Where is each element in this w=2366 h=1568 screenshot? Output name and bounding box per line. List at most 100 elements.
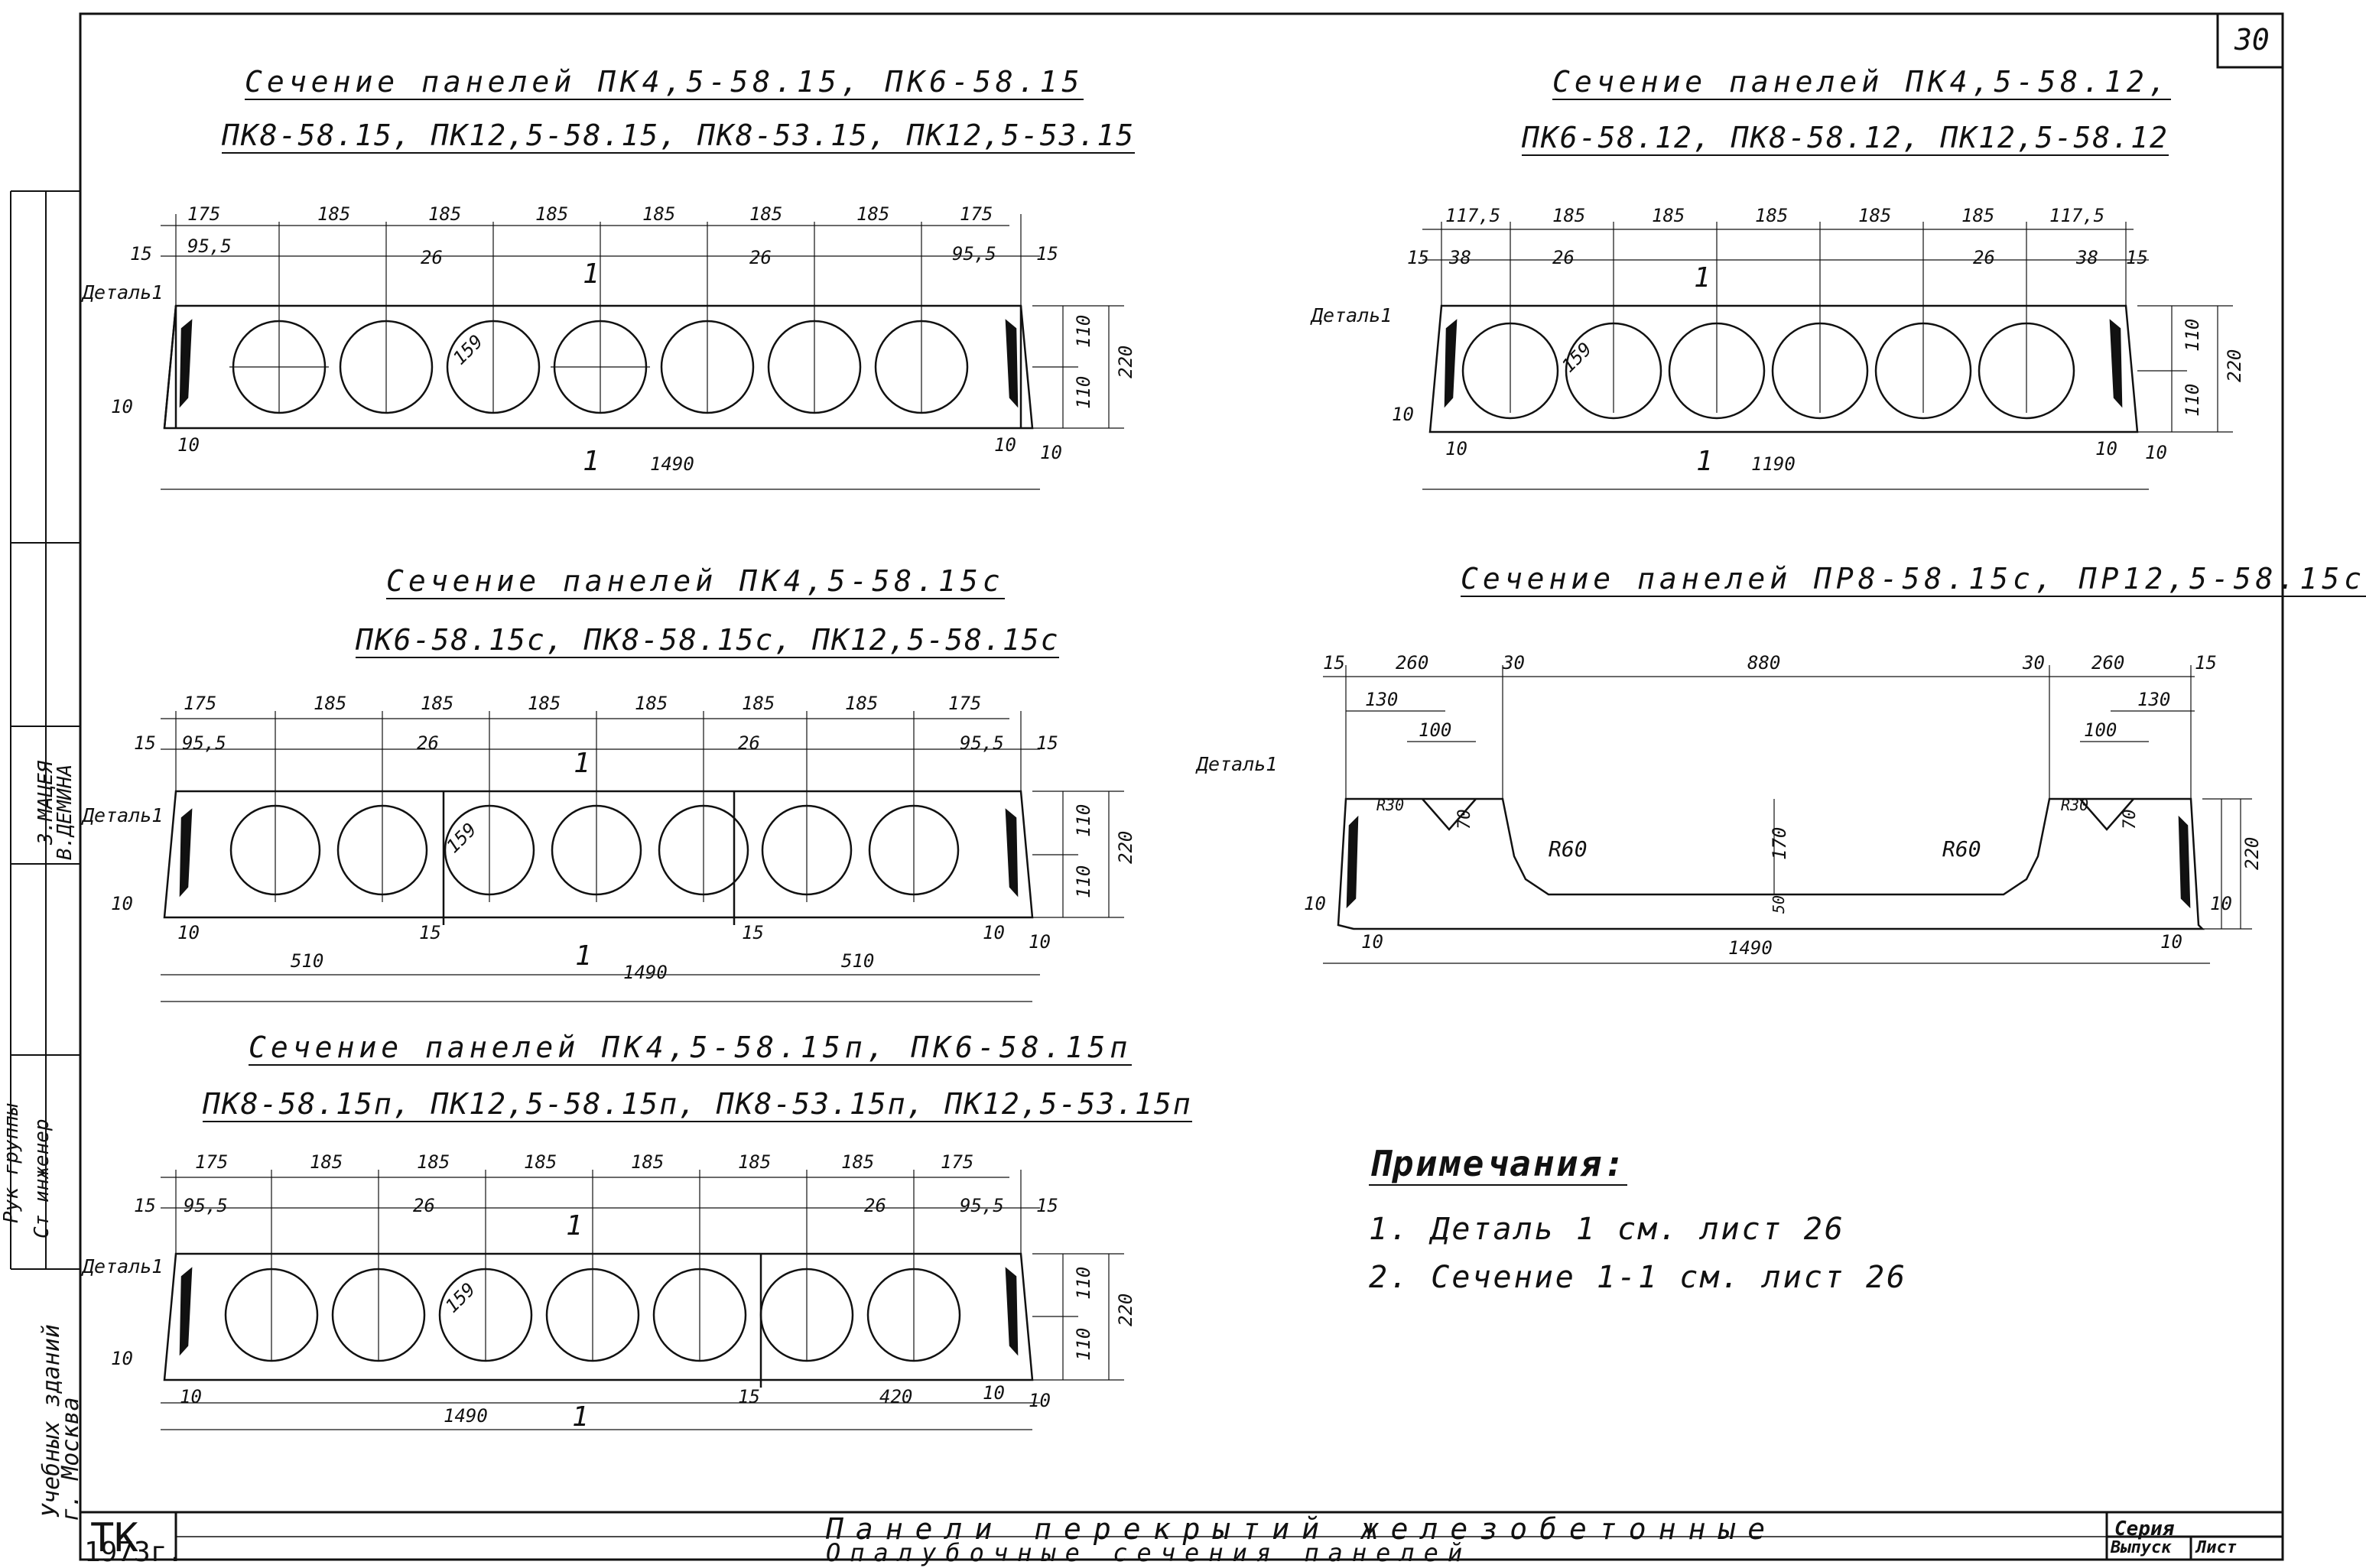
svg-text:220: 220	[2241, 837, 2263, 870]
svg-text:95,5: 95,5	[952, 243, 996, 265]
svg-text:130: 130	[1365, 689, 1398, 710]
section-2-title-line2: ПК6-58.12, ПК8-58.12, ПК12,5-58.12	[1522, 121, 2169, 156]
svg-text:220: 220	[1115, 1294, 1136, 1326]
svg-text:1: 1	[583, 258, 600, 290]
svg-text:185: 185	[310, 1151, 343, 1173]
notes-heading: Примечания:	[1369, 1143, 1627, 1186]
sheet-title-sub: Опалубочные сечения панелей	[826, 1538, 1472, 1567]
svg-text:185: 185	[631, 1151, 664, 1173]
svg-text:10: 10	[2210, 893, 2232, 914]
svg-text:185: 185	[317, 203, 350, 225]
svg-text:15: 15	[2195, 652, 2217, 674]
svg-text:1490: 1490	[623, 962, 668, 983]
sheet-title-main: Панели перекрытий железобетонные	[826, 1512, 1778, 1546]
svg-text:15: 15	[1323, 652, 1345, 674]
svg-text:117,5: 117,5	[1445, 205, 1500, 226]
svg-text:170: 170	[1769, 827, 1790, 860]
svg-text:26: 26	[1552, 247, 1575, 268]
svg-text:185: 185	[742, 693, 775, 714]
svg-text:185: 185	[749, 203, 782, 225]
svg-text:117,5: 117,5	[2049, 205, 2104, 226]
svg-text:185: 185	[428, 203, 461, 225]
svg-text:10: 10	[994, 434, 1016, 456]
svg-text:15: 15	[1036, 1195, 1058, 1216]
stamp-name-2: В.ДЕМИНА	[54, 764, 76, 860]
svg-text:185: 185	[314, 693, 346, 714]
svg-text:15: 15	[130, 243, 152, 265]
svg-text:15: 15	[1036, 243, 1058, 265]
svg-text:185: 185	[1755, 205, 1788, 226]
svg-text:10: 10	[2095, 438, 2117, 459]
svg-text:26: 26	[413, 1195, 435, 1216]
svg-text:185: 185	[524, 1151, 557, 1173]
year: 1973г.	[84, 1537, 184, 1568]
svg-text:1490: 1490	[444, 1405, 488, 1427]
drawing-frame	[10, 12, 2284, 1561]
svg-text:38: 38	[2075, 247, 2098, 268]
svg-text:185: 185	[1652, 205, 1685, 226]
svg-text:220: 220	[2224, 349, 2245, 382]
svg-text:10: 10	[1029, 1390, 1051, 1411]
svg-text:26: 26	[864, 1195, 886, 1216]
svg-text:159: 159	[441, 1278, 479, 1316]
svg-text:220: 220	[1115, 831, 1136, 864]
svg-text:159: 159	[449, 330, 487, 368]
svg-text:159: 159	[1558, 338, 1596, 376]
detail-label-s4: Деталь1	[1197, 753, 1278, 775]
svg-text:30: 30	[1502, 652, 1525, 674]
svg-text:420: 420	[879, 1386, 912, 1407]
svg-text:110: 110	[1073, 376, 1094, 409]
section-2-title-line1: Сечение панелей ПК4,5-58.12,	[1552, 65, 2171, 100]
svg-text:185: 185	[845, 693, 878, 714]
svg-text:510: 510	[841, 950, 874, 972]
svg-text:185: 185	[642, 203, 675, 225]
svg-text:110: 110	[1073, 865, 1094, 898]
svg-text:30: 30	[2022, 652, 2045, 674]
svg-text:15: 15	[134, 1195, 156, 1216]
svg-text:1490: 1490	[1728, 937, 1773, 959]
sheet-label: Лист	[2196, 1538, 2237, 1557]
svg-text:1: 1	[566, 1210, 583, 1242]
stamp-role-1: Рук группы	[0, 1103, 23, 1223]
svg-text:185: 185	[738, 1151, 771, 1173]
svg-text:100: 100	[1419, 719, 1451, 741]
svg-text:510: 510	[291, 950, 323, 972]
svg-text:185: 185	[528, 693, 561, 714]
side-city: г. Москва	[57, 1397, 84, 1521]
svg-text:110: 110	[1073, 804, 1094, 837]
svg-text:1: 1	[575, 940, 592, 972]
svg-text:26: 26	[1973, 247, 1995, 268]
stamp-role-2: Ст инженер	[31, 1118, 54, 1238]
svg-text:110: 110	[2182, 384, 2203, 417]
svg-text:95,5: 95,5	[960, 1195, 1004, 1216]
svg-text:1: 1	[572, 1401, 589, 1433]
svg-text:110: 110	[2182, 319, 2203, 352]
svg-text:15: 15	[134, 732, 156, 754]
svg-text:185: 185	[1961, 205, 1994, 226]
svg-text:15: 15	[1407, 247, 1429, 268]
svg-text:1: 1	[1694, 262, 1711, 294]
svg-text:1: 1	[1696, 446, 1713, 477]
svg-text:1: 1	[574, 748, 590, 779]
svg-text:10: 10	[180, 1386, 202, 1407]
svg-text:159: 159	[442, 819, 480, 857]
svg-text:10: 10	[1029, 931, 1051, 953]
svg-text:880: 880	[1747, 652, 1780, 674]
svg-text:175: 175	[941, 1151, 973, 1173]
svg-text:R30: R30	[1376, 796, 1404, 814]
svg-text:185: 185	[1858, 205, 1891, 226]
svg-text:10: 10	[2160, 931, 2182, 953]
svg-text:100: 100	[2084, 719, 2117, 741]
svg-text:10: 10	[111, 396, 133, 417]
svg-text:130: 130	[2137, 689, 2170, 710]
svg-text:185: 185	[841, 1151, 874, 1173]
svg-text:R30: R30	[2061, 796, 2088, 814]
issue-label: Выпуск	[2111, 1538, 2172, 1557]
section-1-title-line1: Сечение панелей ПК4,5-58.15, ПК6-58.15	[245, 65, 1084, 100]
svg-text:10: 10	[2145, 442, 2167, 463]
